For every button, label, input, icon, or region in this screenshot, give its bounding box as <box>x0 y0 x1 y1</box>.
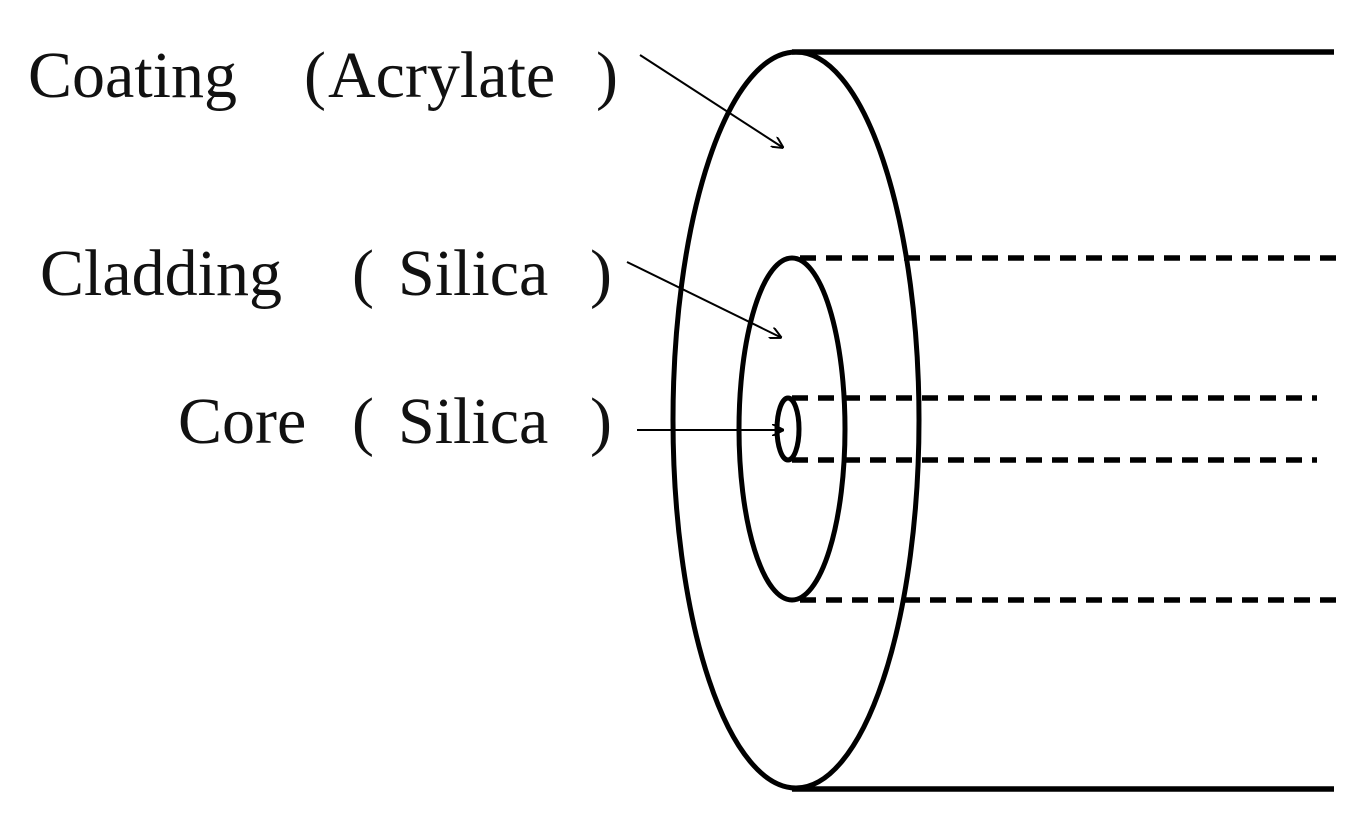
cladding-open-paren: ( <box>352 237 374 310</box>
core-label: Core ( Silica ) <box>178 385 612 458</box>
svg-text:Cladding: Cladding <box>40 237 282 310</box>
svg-text:Silica: Silica <box>398 237 548 310</box>
svg-text:Core: Core <box>178 385 306 458</box>
core-close-paren: ) <box>590 385 612 458</box>
cladding-label: Cladding ( Silica ) <box>40 237 612 310</box>
svg-text:Coating: Coating <box>28 39 237 112</box>
svg-text:Acrylate: Acrylate <box>328 39 555 112</box>
coating-end-face <box>670 49 922 791</box>
coating-label: Coating ( Acrylate ) <box>28 39 618 112</box>
core-open-paren: ( <box>352 385 374 458</box>
cladding-name: Cladding <box>40 237 282 310</box>
coating-leader-arrow <box>639 54 782 147</box>
coating-open-paren: ( <box>304 39 326 112</box>
coating-material: Acrylate <box>328 39 555 112</box>
core-material: Silica <box>398 385 548 458</box>
coating-close-paren: ) <box>596 39 618 112</box>
cladding-material: Silica <box>398 237 548 310</box>
cladding-leader-arrow <box>626 261 780 337</box>
core-name: Core <box>178 385 306 458</box>
cladding-close-paren: ) <box>590 237 612 310</box>
coating-name: Coating <box>28 39 237 112</box>
svg-text:Silica: Silica <box>398 385 548 458</box>
